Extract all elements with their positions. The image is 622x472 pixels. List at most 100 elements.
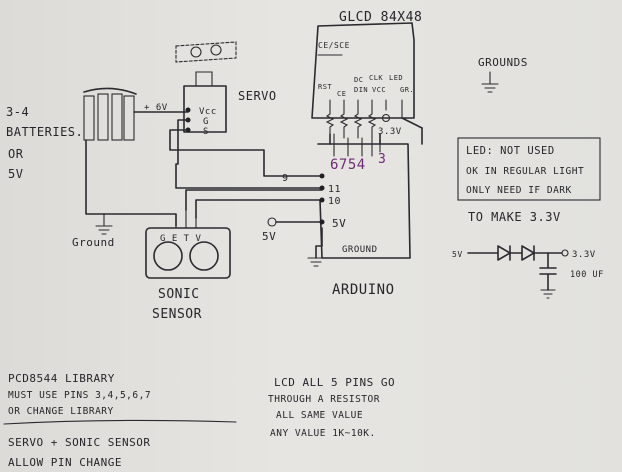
sensor-label-line1: SONIC — [158, 287, 200, 302]
ground-bus-wire — [103, 213, 177, 227]
servo-pin-g: G — [203, 117, 209, 127]
servo-horn — [175, 41, 237, 63]
resistor-ce — [339, 109, 349, 139]
sensor-pin-leads — [175, 209, 197, 229]
arduino-pin-3: 3 — [378, 152, 386, 167]
capacitor-label: 100 UF — [570, 270, 604, 280]
battery-cell-3 — [111, 93, 123, 141]
glcd-pin-led: LED — [389, 74, 403, 82]
servo-note-line2: ALLOW PIN CHANGE — [8, 456, 122, 469]
notes-section: PCD8544 LIBRARY MUST USE PINS 3,4,5,6,7 … — [3, 372, 395, 469]
vcc-terminal — [381, 113, 391, 123]
sensor-body — [145, 227, 231, 279]
lcd-supply-label: 3.3V — [378, 127, 402, 137]
pin-11-label: 11 — [328, 184, 341, 195]
glcd-pin-gr: GR. — [400, 86, 414, 94]
servo-horn-hole-2 — [210, 44, 222, 56]
servo-body — [183, 85, 227, 133]
sensor-transducer-right — [189, 241, 219, 271]
glcd-pin-rst: RST — [318, 83, 332, 91]
sensor-5v-label: 5V — [262, 230, 276, 243]
battery-cell-1 — [83, 95, 95, 141]
pcd-note-line2: MUST USE PINS 3,4,5,6,7 — [8, 390, 151, 401]
servo-supply-label: + 6V — [144, 103, 168, 113]
ground-left-label: Ground — [72, 236, 115, 249]
arduino-pins-6754: 6754 — [330, 157, 366, 173]
regulator-output-terminal — [561, 249, 569, 257]
servo-note-line1: SERVO + SONIC SENSOR — [8, 436, 150, 449]
led-note-line3: ONLY NEED IF DARK — [466, 185, 572, 196]
battery-note-line3: OR — [8, 147, 24, 161]
arduino-ground-label: GROUND — [342, 245, 378, 255]
wire-sensor-echo — [195, 199, 323, 219]
voltage-dropper: TO MAKE 3.3V 5V 3.3V 100 UF — [452, 210, 604, 299]
ground-symbol-arduino-icon — [307, 257, 325, 267]
sensor-pin-labels: G E T V — [160, 234, 202, 244]
servo-label: SERVO — [238, 89, 277, 103]
led-note-box: LED: NOT USED OK IN REGULAR LIGHT ONLY N… — [457, 137, 601, 201]
led-note-line2: OK IN REGULAR LIGHT — [466, 166, 584, 177]
led-note-line1: LED: NOT USED — [466, 145, 555, 157]
regulator-title: TO MAKE 3.3V — [468, 210, 561, 224]
glcd-module: GLCD 84X48 CE/SCE RST CE DC DIN CLK VCC … — [311, 10, 422, 119]
servo-pin-s: S — [203, 127, 209, 137]
lcd-note-line3: ALL SAME VALUE — [276, 410, 363, 421]
capacitor-icon — [539, 252, 557, 291]
sensor-label-line2: SENSOR — [152, 307, 202, 322]
ground-symbol-regulator-icon — [540, 289, 556, 299]
sensor-transducer-left — [153, 241, 183, 271]
lcd-note-line1: LCD ALL 5 PINS GO — [274, 376, 395, 389]
glcd-ce-sce-label: CE/SCE — [318, 41, 350, 50]
lcd-note-line4: ANY VALUE 1K~10K. — [270, 428, 376, 439]
arduino-label: ARDUINO — [332, 282, 395, 298]
wire-arduino-ground — [315, 227, 323, 259]
battery-cell-2 — [97, 93, 109, 141]
regulator-input-label: 5V — [452, 250, 463, 259]
regulator-output-label: 3.3V — [572, 250, 596, 260]
glcd-pin-ce: CE — [337, 90, 346, 98]
glcd-pin-leads — [329, 99, 403, 119]
node-5v — [319, 219, 325, 225]
battery-top-strap — [83, 87, 137, 95]
node-pin-11 — [319, 185, 325, 191]
signal-wiring: 9 11 10 5V 5V — [169, 119, 423, 267]
pcd-note-line3: OR CHANGE LIBRARY — [8, 406, 114, 417]
glcd-outline — [311, 22, 415, 119]
notes-divider — [3, 419, 237, 425]
battery-ground-wire — [85, 139, 105, 215]
wire-servo-bus — [175, 119, 323, 189]
led-note-frame — [457, 137, 601, 201]
glcd-pin-clk: CLK — [369, 74, 383, 82]
arduino-board: 6754 3 GROUND ARDUINO — [317, 133, 411, 298]
node-pin-10 — [319, 197, 325, 203]
battery-note-line1: 3-4 — [6, 105, 29, 119]
servo-shaft — [195, 71, 213, 87]
battery-note-line4: 5V — [8, 167, 23, 181]
diode-2-icon — [521, 245, 535, 261]
servo-motor: SERVO Vcc G S + 6V — [144, 41, 277, 137]
grounds-legend: GROUNDS — [478, 56, 528, 93]
glcd-pin-dc: DC — [354, 76, 363, 84]
wire-lcd-to-arduino — [329, 133, 381, 145]
grounds-label: GROUNDS — [478, 56, 528, 69]
servo-pin-vcc: Vcc — [199, 107, 217, 117]
pin-9-label: 9 — [282, 173, 289, 184]
servo-horn-hole-1 — [190, 46, 202, 58]
resistor-din — [367, 109, 377, 139]
battery-cell-4 — [123, 95, 135, 141]
pcd-note-line1: PCD8544 LIBRARY — [8, 372, 115, 385]
pin-10-label: 10 — [328, 196, 341, 207]
resistor-rst — [325, 109, 335, 135]
arduino-5v-label: 5V — [332, 217, 346, 230]
sonic-sensor: G E T V SONIC SENSOR — [145, 209, 231, 322]
lcd-resistors: 3.3V — [325, 109, 423, 139]
arduino-digital-leads — [333, 133, 381, 157]
node-pin-9 — [319, 173, 325, 179]
battery-pack: 3-4 BATTERIES. OR 5V — [6, 87, 189, 215]
ground-symbol-left-icon — [95, 213, 113, 235]
five-v-terminal — [267, 217, 277, 227]
diode-1-icon — [497, 245, 511, 261]
led-lead — [401, 117, 423, 129]
